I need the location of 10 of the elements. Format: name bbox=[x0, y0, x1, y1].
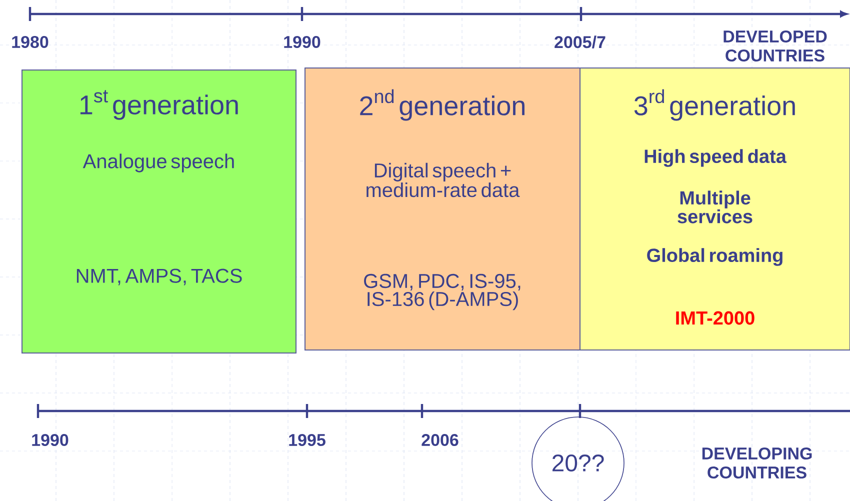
year-label: 1990 bbox=[32, 434, 68, 446]
year-label: 1995 bbox=[289, 434, 326, 446]
year-label: 2006 bbox=[422, 434, 458, 446]
year-label: 1980 bbox=[12, 36, 48, 48]
generation-box: $\text{3}^{\text{rd}}\text{ generation}$ High speed data Multiple services Global roaming IMT-2000 bbox=[580, 68, 850, 350]
axis-label: DEVELOPING COUNTRIES bbox=[702, 447, 812, 479]
year-label: 2005/7 bbox=[554, 36, 606, 48]
generation-box: $\text{1}^{\text{st}}\text{ generation}$ Analogue speech NMT, AMPS, TACS bbox=[22, 70, 296, 354]
year-label: 1990 bbox=[284, 36, 320, 48]
generation-box: $\text{2}^{\text{nd}}\text{ generation}$ Digital speech + medium-rate data GSM, PDC, IS-95, IS-136 (D-AMPS) bbox=[304, 68, 580, 350]
